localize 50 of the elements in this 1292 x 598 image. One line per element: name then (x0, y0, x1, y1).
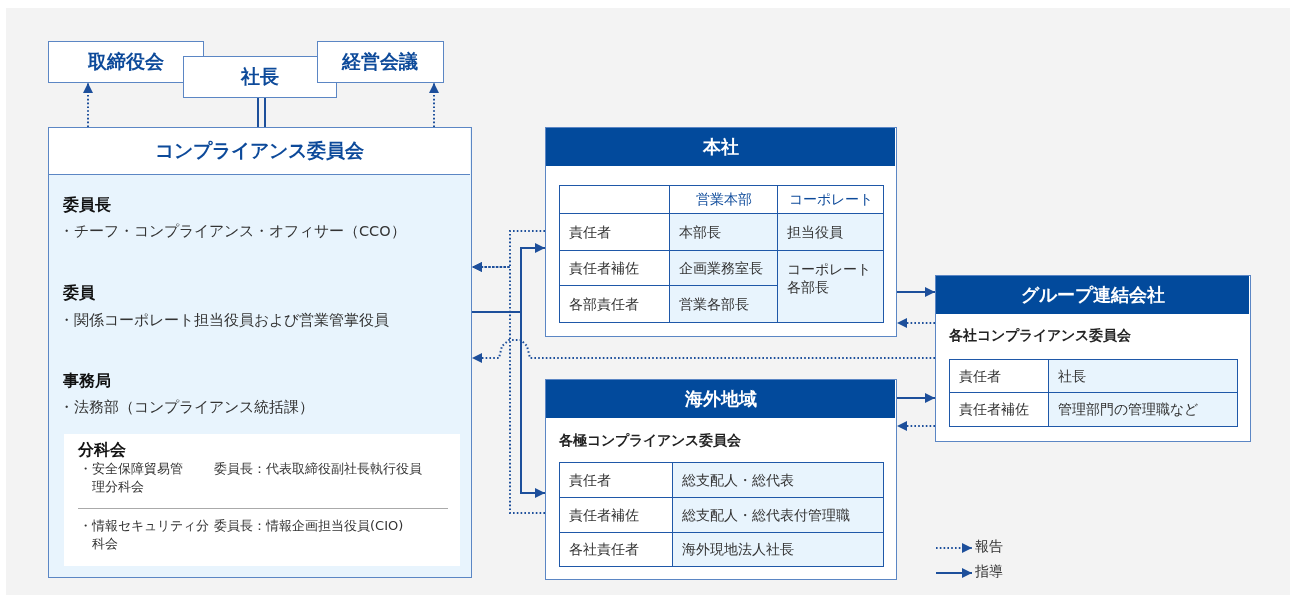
guidance-arrow (896, 287, 936, 297)
chair-text: 委員長：情報企画担当役員(CIO) (214, 517, 404, 535)
panel-header: 本社 (546, 128, 895, 166)
list-item: ・安全保障貿易管理分科会 (79, 460, 184, 496)
guidance-arrow (896, 393, 936, 403)
guidance-arrow (257, 97, 266, 128)
box-label: 社長 (239, 63, 280, 89)
panel-header: 海外地域 (546, 380, 895, 418)
table-cell: 本部長 (669, 213, 778, 251)
table-cell: 総支配人・総代表付管理職 (672, 497, 884, 533)
table-cell: 企画業務室長 (669, 250, 778, 286)
section-heading: 事務局 (63, 370, 111, 392)
table-cell: コーポレート各部長 (777, 250, 884, 323)
box-label: 取締役会 (86, 48, 165, 74)
bullet-text: ・関係コーポレート担当役員および営業管掌役員 (59, 311, 389, 330)
report-arrow (471, 339, 936, 363)
table-cell: 社長 (1048, 359, 1238, 393)
report-arrow (896, 421, 936, 431)
bullet-text: ・チーフ・コンプライアンス・オフィサー（CCO） (59, 222, 406, 241)
section-heading: 委員長 (63, 194, 111, 216)
section-heading: 委員 (63, 282, 95, 304)
panel-header: コンプライアンス委員会 (49, 128, 470, 175)
report-arrow (429, 82, 439, 128)
org-box (183, 56, 337, 98)
box-label: 経営会議 (340, 48, 419, 74)
org-box (935, 275, 1251, 442)
sub-panel (64, 434, 460, 566)
subtitle: 各極コンプライアンス委員会 (559, 431, 741, 450)
guidance-arrow (471, 311, 546, 498)
legend-label: 報告 (975, 538, 1003, 556)
bullet-text: ・法務部（コンプライアンス統括課） (59, 398, 314, 417)
org-box (48, 127, 472, 578)
legend-label: 指導 (975, 563, 1003, 581)
list-item: ・情報セキュリティ分科会 (79, 517, 210, 553)
org-box (48, 41, 204, 83)
report-arrow (896, 318, 936, 328)
section-heading: 分科会 (78, 439, 126, 461)
report-arrow (471, 262, 546, 514)
table-cell: 管理部門の管理職など (1048, 392, 1238, 427)
org-box (545, 379, 897, 580)
table-cell: 総支配人・総代表 (672, 462, 884, 498)
table-cell: 海外現地法人社長 (672, 532, 884, 567)
chair-text: 委員長：代表取締役副社長執行役員 (214, 460, 423, 478)
table-cell: 担当役員 (777, 213, 884, 251)
panel-header: グループ連結会社 (936, 276, 1249, 314)
org-box (545, 127, 897, 337)
subtitle: 各社コンプライアンス委員会 (949, 326, 1131, 345)
report-arrow (83, 82, 93, 128)
org-box (317, 41, 444, 83)
table-cell: 営業各部長 (669, 285, 778, 323)
